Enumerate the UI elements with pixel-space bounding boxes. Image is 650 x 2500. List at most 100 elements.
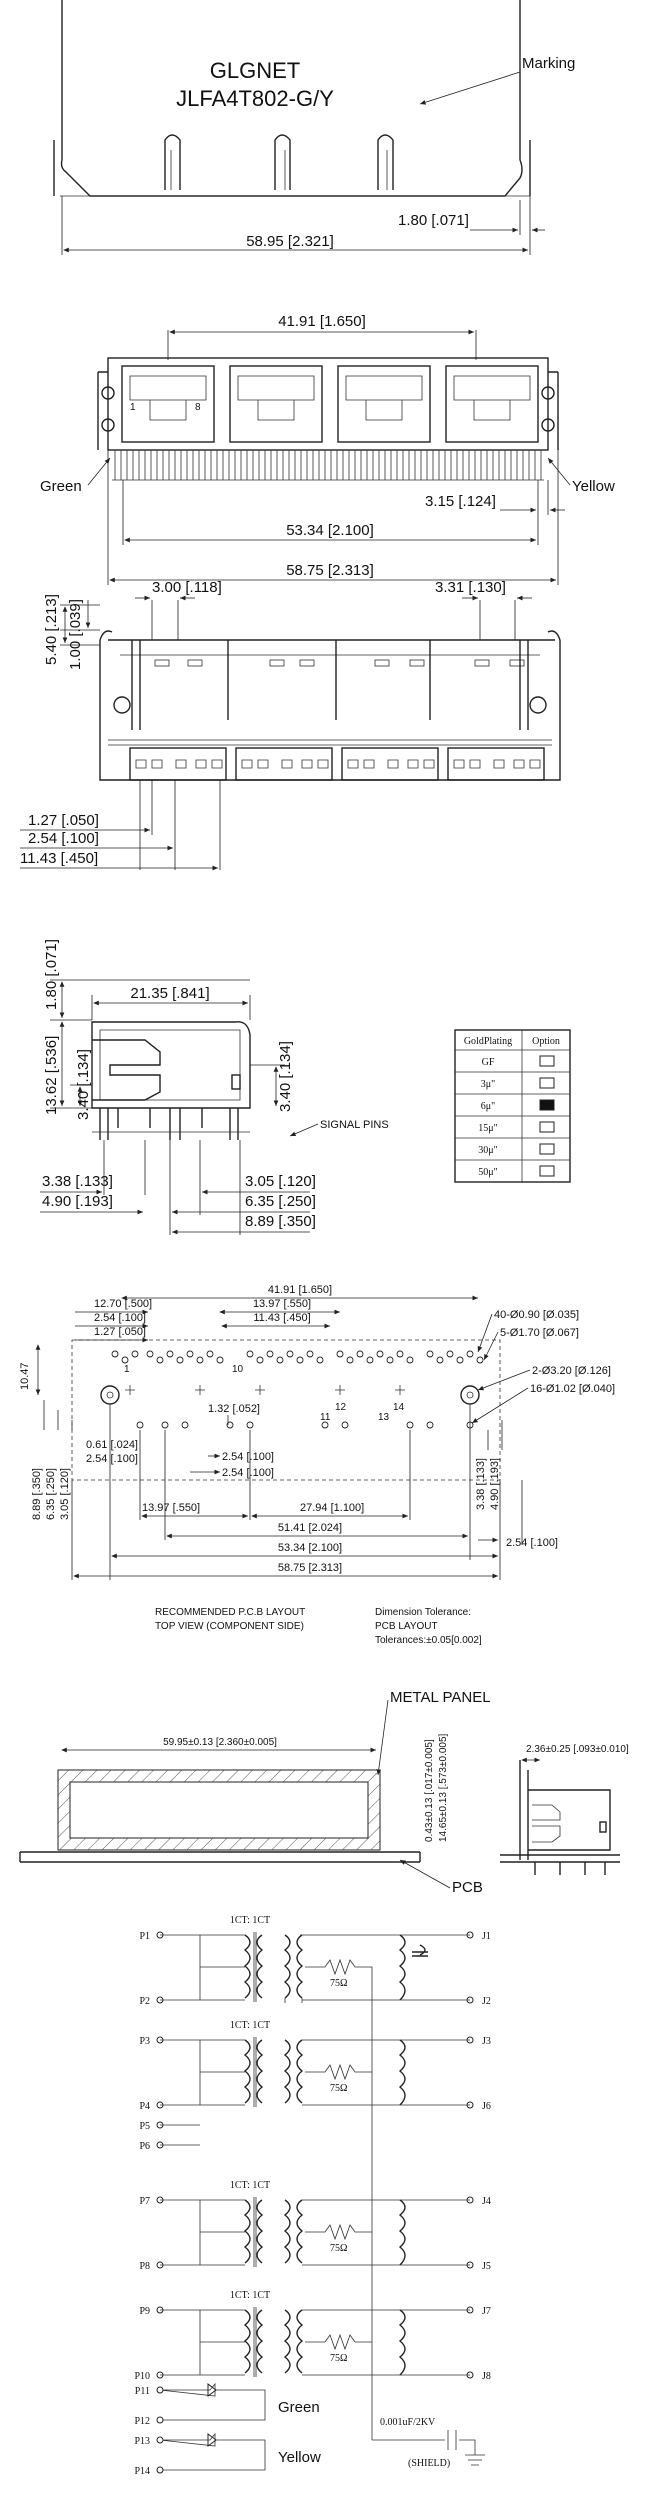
schematic-pin-p11-terminal	[156, 2386, 164, 2394]
front-dim-tab: 1.80 [.071]	[398, 212, 469, 229]
led-yellow-label: Yellow	[572, 478, 615, 495]
ratio-label: 1CT: 1CT	[230, 2180, 270, 2191]
pcb-dim-254c: 2.54 [.100]	[222, 1451, 274, 1463]
marking-label: Marking	[522, 55, 575, 72]
side-dim-height: 13.62 [.536]	[43, 1036, 60, 1115]
pcb-tol-1: Dimension Tolerance:	[375, 1607, 471, 1618]
side-dim-c: 3.05 [.120]	[245, 1173, 316, 1190]
schematic-pin-p7-label: P7	[139, 2196, 150, 2207]
schematic-pin-p13-terminal	[156, 2436, 164, 2444]
option-checkbox-gf[interactable]	[539, 1055, 555, 1067]
schematic-pin-j3-label: J3	[482, 2036, 491, 2047]
led-green-schematic-label: Green	[278, 2399, 320, 2416]
pcb-dim-12: 12.70 [.500]	[94, 1298, 152, 1310]
bottom-dim-pitch-b: 3.31 [.130]	[435, 579, 506, 596]
pcb-dim-5334: 53.34 [2.100]	[278, 1542, 342, 1554]
schematic-pin-p2-label: P2	[139, 1996, 150, 2007]
pcb-dim-13: 13.97 [.550]	[253, 1298, 311, 1310]
pcb-dim-2794: 27.94 [1.100]	[300, 1502, 364, 1514]
side-dim-tab-height-right: 3.40 [.134]	[277, 1041, 294, 1112]
pcb-dim-254d: 2.54 [.100]	[222, 1467, 274, 1479]
pcb-holes-40: 40-Ø0.90 [Ø.035]	[494, 1309, 579, 1321]
top-view: 1 8 41.91 [1.650] 53.34 [2.100] 58.75 [2…	[40, 313, 615, 585]
schematic-pin-p8-label: P8	[139, 2261, 150, 2272]
top-dim-center-span: 41.91 [1.650]	[278, 313, 366, 330]
pcb-dim-41: 41.91 [1.650]	[268, 1284, 332, 1296]
schematic-pin-p10-label: P10	[134, 2371, 150, 2382]
pcb-dim-1397: 13.97 [.550]	[142, 1502, 200, 1514]
table-row-label: 50μ"	[478, 1167, 497, 1178]
panel-dim-v1: 0.43±0.13 [.017±0.005]	[424, 1739, 435, 1842]
schematic-pin-p4-label: P4	[139, 2101, 150, 2112]
schematic-pin-j6-label: J6	[482, 2101, 491, 2112]
option-checkbox-3u[interactable]	[539, 1077, 555, 1089]
led-yellow-schematic-label: Yellow	[278, 2449, 321, 2466]
resistor-label: 75Ω	[330, 2083, 347, 2094]
bottom-dim-2: 2.54 [.100]	[28, 830, 99, 847]
panel-dim-side: 2.36±0.25 [.093±0.010]	[526, 1744, 629, 1755]
top-dim-total: 58.75 [2.313]	[286, 562, 374, 579]
option-checkbox-15u[interactable]	[539, 1121, 555, 1133]
bottom-pin-blocks	[129, 747, 545, 781]
schematic-pin-p12-terminal	[156, 2416, 164, 2424]
option-checkbox-30u[interactable]	[539, 1143, 555, 1155]
pcb-dim-254e: 2.54 [.100]	[506, 1537, 558, 1549]
pin8-label: 8	[195, 402, 201, 413]
pcb-pin-1: 1	[124, 1364, 130, 1375]
table-row-label: 3μ"	[481, 1079, 495, 1090]
side-dim-e: 8.89 [.350]	[245, 1213, 316, 1230]
bottom-dim-3: 11.43 [.450]	[20, 850, 98, 867]
schematic-pin-p14-label: P14	[134, 2466, 150, 2477]
pcb-pin-11: 11	[320, 1412, 331, 1423]
table-header-plating: GoldPlating	[464, 1036, 512, 1047]
transformer-block-1: 1CT: 1CT 75Ω	[160, 1915, 470, 2110]
metal-panel-label: METAL PANEL	[390, 1689, 491, 1706]
pcb-tol-2: PCB LAYOUT	[375, 1621, 438, 1632]
bottom-dim-height-mid: 1.00 [.039]	[67, 599, 84, 670]
pcb-dim-11: 11.43 [.450]	[253, 1312, 310, 1324]
transformer-block-2: 1CT: 1CT 75Ω	[160, 2020, 470, 2107]
pcb-holes-2: 2-Ø3.20 [Ø.126]	[532, 1365, 611, 1377]
part-number-marking: JLFA4T802-G/Y	[176, 86, 334, 111]
table-row-label: 15μ"	[478, 1123, 497, 1134]
front-dim-width: 58.95 [2.321]	[246, 233, 334, 250]
panel-cutout-view: 59.95±0.13 [2.360±0.005] METAL PANEL 0.4…	[19, 1689, 629, 1896]
pcb-pin-12: 12	[335, 1402, 347, 1413]
pcb-dim-338: 3.38 [.133]	[475, 1458, 487, 1510]
bottom-dim-pitch-a: 3.00 [.118]	[152, 579, 222, 596]
pcb-pin-14: 14	[393, 1402, 405, 1413]
pcb-label: PCB	[452, 1879, 483, 1896]
top-dim-offset: 3.15 [.124]	[425, 493, 496, 510]
pcb-dim-5875: 58.75 [2.313]	[278, 1562, 342, 1574]
pcb-hole-row-1	[111, 1350, 484, 1364]
schematic-pin-j4-label: J4	[482, 2196, 491, 2207]
brand-marking: GLGNET	[210, 58, 300, 83]
pcb-dim-254: 2.54 [.100]	[94, 1312, 146, 1324]
side-dim-top: 1.80 [.071]	[43, 939, 60, 1010]
pcb-dim-254b: 2.54 [.100]	[86, 1453, 138, 1465]
option-checkbox-50u[interactable]	[539, 1165, 555, 1177]
pcb-dim-132: 1.32 [.052]	[208, 1403, 260, 1415]
pcb-pin-13: 13	[378, 1412, 390, 1423]
pcb-dim-061: 0.61 [.024]	[86, 1439, 138, 1451]
schematic-pin-j2-label: J2	[482, 1996, 491, 2007]
schematic-pin-p5-label: P5	[139, 2121, 150, 2132]
side-view: 1.80 [.071] 21.35 [.841] 13.62 [.536] 3.…	[40, 939, 389, 1235]
pcb-dim-1047: 10.47	[19, 1362, 31, 1390]
side-dim-a: 3.38 [.133]	[42, 1173, 113, 1190]
pcb-tol-3: Tolerances:±0.05[0.002]	[375, 1635, 482, 1646]
pin1-label: 1	[130, 402, 136, 413]
schematic-pin-j5-label: J5	[482, 2261, 491, 2272]
panel-dim-width: 59.95±0.13 [2.360±0.005]	[163, 1737, 277, 1748]
pcb-dim-305: 3.05 [.120]	[59, 1468, 71, 1520]
table-header-option: Option	[532, 1036, 560, 1047]
option-checkbox-6u-selected[interactable]	[539, 1099, 555, 1111]
ratio-label: 1CT: 1CT	[230, 1915, 270, 1926]
transformer-block-4: 1CT: 1CT 75Ω	[160, 2290, 470, 2377]
schematic-pin-p11-label: P11	[135, 2386, 150, 2397]
schematic-pin-j8-label: J8	[482, 2371, 491, 2382]
schematic-pin-p13-label: P13	[134, 2436, 150, 2447]
pcb-dim-889: 8.89 [.350]	[31, 1468, 43, 1520]
